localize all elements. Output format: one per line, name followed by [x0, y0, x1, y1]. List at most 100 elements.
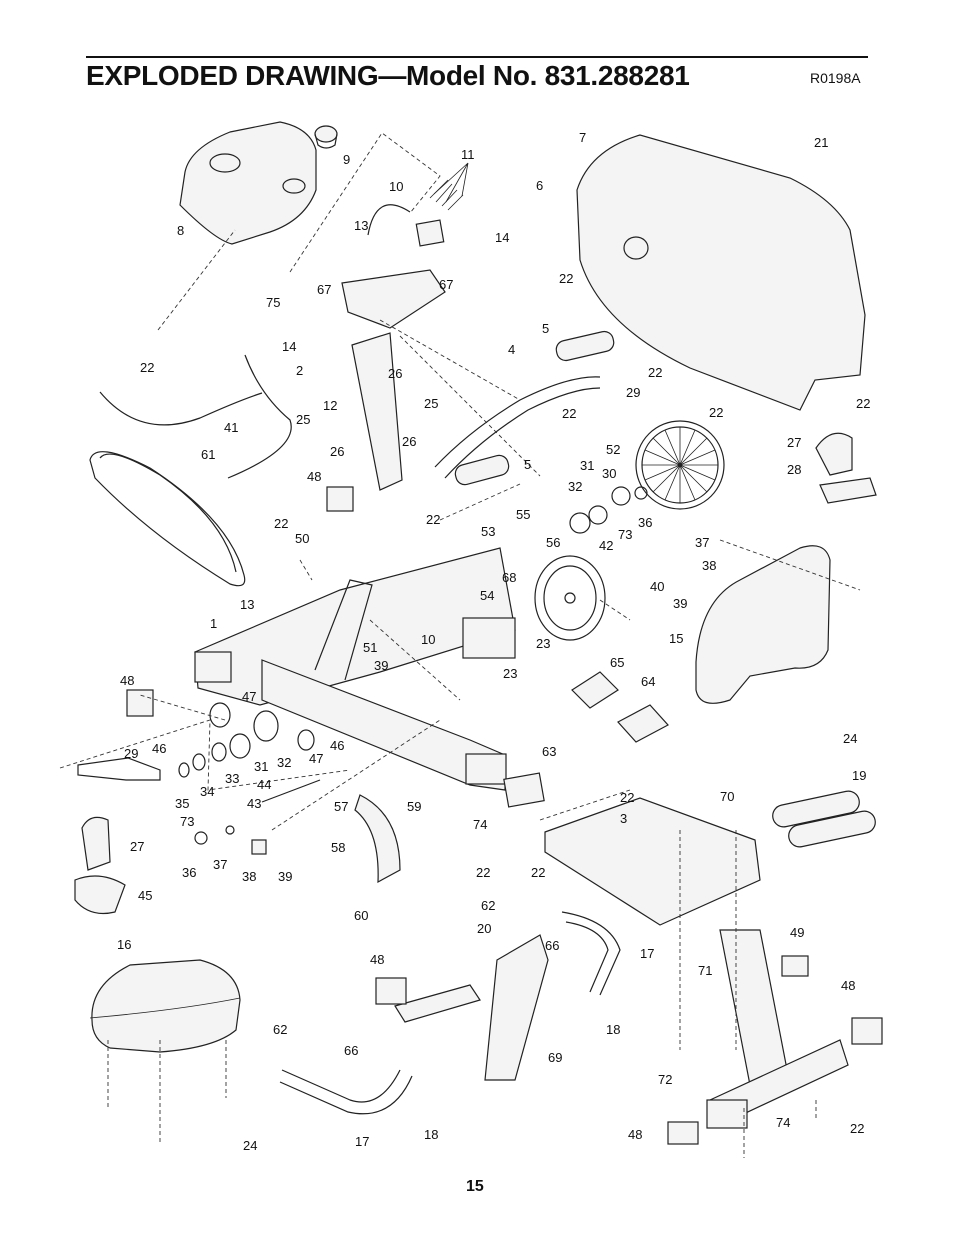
callout-39-lower: 39	[374, 658, 388, 673]
callout-67-right: 67	[439, 277, 453, 292]
callout-74-lower: 74	[776, 1115, 790, 1130]
callout-36-left: 36	[182, 865, 196, 880]
callout-26: 26	[388, 366, 402, 381]
page-title: EXPLODED DRAWING—Model No. 831.288281	[86, 60, 690, 91]
callout-69: 69	[548, 1050, 562, 1065]
callout-58: 58	[331, 840, 345, 855]
callout-36: 36	[638, 515, 652, 530]
callout-68: 68	[502, 570, 516, 585]
callout-61: 61	[201, 447, 215, 462]
part-bearing-stack-left	[178, 702, 315, 778]
part-handle-17-upper	[561, 911, 621, 996]
callout-71: 71	[698, 963, 712, 978]
callout-43: 43	[247, 796, 261, 811]
part-shroud-6	[576, 134, 866, 411]
callout-27-left: 27	[130, 839, 144, 854]
part-end-cap-48-upper	[326, 486, 354, 512]
callout-53: 53	[481, 524, 495, 539]
callout-11: 11	[461, 147, 475, 162]
callout-46-right: 46	[330, 738, 344, 753]
part-resistance-motor	[367, 204, 445, 247]
callout-1: 1	[210, 616, 217, 631]
callout-22-rail-2: 22	[476, 865, 490, 880]
callout-labels: 9 11 10 13 14 67 8 67 75 14 2 22 12 26 2…	[117, 130, 870, 1153]
callout-22-shroud-4: 22	[856, 396, 870, 411]
callout-66-lower: 66	[344, 1043, 358, 1058]
callout-22-post: 22	[426, 512, 440, 527]
page-number: 15	[466, 1178, 484, 1195]
part-handle-17-lower	[279, 1069, 413, 1115]
callout-22-rail-3: 22	[531, 865, 545, 880]
part-seat-16	[89, 959, 241, 1053]
callout-6: 6	[536, 178, 543, 193]
part-front-stabilizer	[706, 929, 849, 1129]
callout-50: 50	[295, 531, 309, 546]
callout-14-left: 14	[282, 339, 296, 354]
callout-31-left: 31	[254, 759, 268, 774]
part-handle-5-lower	[454, 454, 510, 486]
callout-59: 59	[407, 799, 421, 814]
part-rear-stabilizer	[261, 659, 507, 791]
part-seat-back-15	[695, 545, 831, 704]
callout-56: 56	[546, 535, 560, 550]
callout-62: 62	[481, 898, 495, 913]
callout-10: 10	[389, 179, 403, 194]
callout-31: 31	[580, 458, 594, 473]
callout-23-lower: 23	[503, 666, 517, 681]
callout-29: 29	[626, 385, 640, 400]
callout-17: 17	[640, 946, 654, 961]
callout-60: 60	[354, 908, 368, 923]
part-knob	[314, 125, 338, 149]
callout-17-lower: 17	[355, 1134, 369, 1149]
part-end-caps-48-49	[375, 955, 883, 1145]
callout-73: 73	[618, 527, 632, 542]
callout-22-left: 22	[274, 516, 288, 531]
callout-48-right: 48	[841, 978, 855, 993]
callout-22: 22	[140, 360, 154, 375]
callout-3: 3	[620, 811, 627, 826]
callout-22-shroud-2: 22	[648, 365, 662, 380]
callout-33: 33	[225, 771, 239, 786]
part-pulley-42	[534, 555, 606, 641]
callout-62-left: 62	[273, 1022, 287, 1037]
callout-51: 51	[363, 640, 377, 655]
part-drive-belt-61	[89, 451, 246, 587]
callout-14: 14	[495, 230, 509, 245]
part-seat-rail-3	[544, 797, 761, 926]
callout-55: 55	[516, 507, 530, 522]
callout-26-left: 26	[330, 444, 344, 459]
callout-29-left: 29	[124, 746, 138, 761]
drawing-reference-code: R0198A	[810, 70, 861, 86]
callout-74: 74	[473, 817, 487, 832]
callout-16: 16	[117, 937, 131, 952]
callout-9: 9	[343, 152, 350, 167]
callout-72: 72	[658, 1072, 672, 1087]
callout-25: 25	[424, 396, 438, 411]
callout-47: 47	[242, 689, 256, 704]
part-idler-65-64	[571, 671, 669, 743]
callout-39: 39	[673, 596, 687, 611]
callout-70: 70	[720, 789, 734, 804]
part-end-cap-48-left	[126, 689, 154, 717]
callout-38-left: 38	[242, 869, 256, 884]
part-handlebar-4	[434, 376, 601, 479]
part-axle-44	[261, 779, 321, 803]
callout-26-right: 26	[402, 434, 416, 449]
callout-42: 42	[599, 538, 613, 553]
callout-28: 28	[787, 462, 801, 477]
callout-27: 27	[787, 435, 801, 450]
callout-34: 34	[200, 784, 214, 799]
callout-18: 18	[606, 1022, 620, 1037]
callout-20: 20	[477, 921, 491, 936]
part-end-cap-63	[503, 772, 545, 808]
callout-64: 64	[641, 674, 655, 689]
callout-32: 32	[568, 479, 582, 494]
callout-75: 75	[266, 295, 280, 310]
callout-49: 49	[790, 925, 804, 940]
callout-2: 2	[296, 363, 303, 378]
part-tubes-19	[772, 790, 876, 848]
callout-40: 40	[650, 579, 664, 594]
callout-10-lower: 10	[421, 632, 435, 647]
part-crank-arm-29	[77, 757, 161, 781]
callout-18-lower: 18	[424, 1127, 438, 1142]
